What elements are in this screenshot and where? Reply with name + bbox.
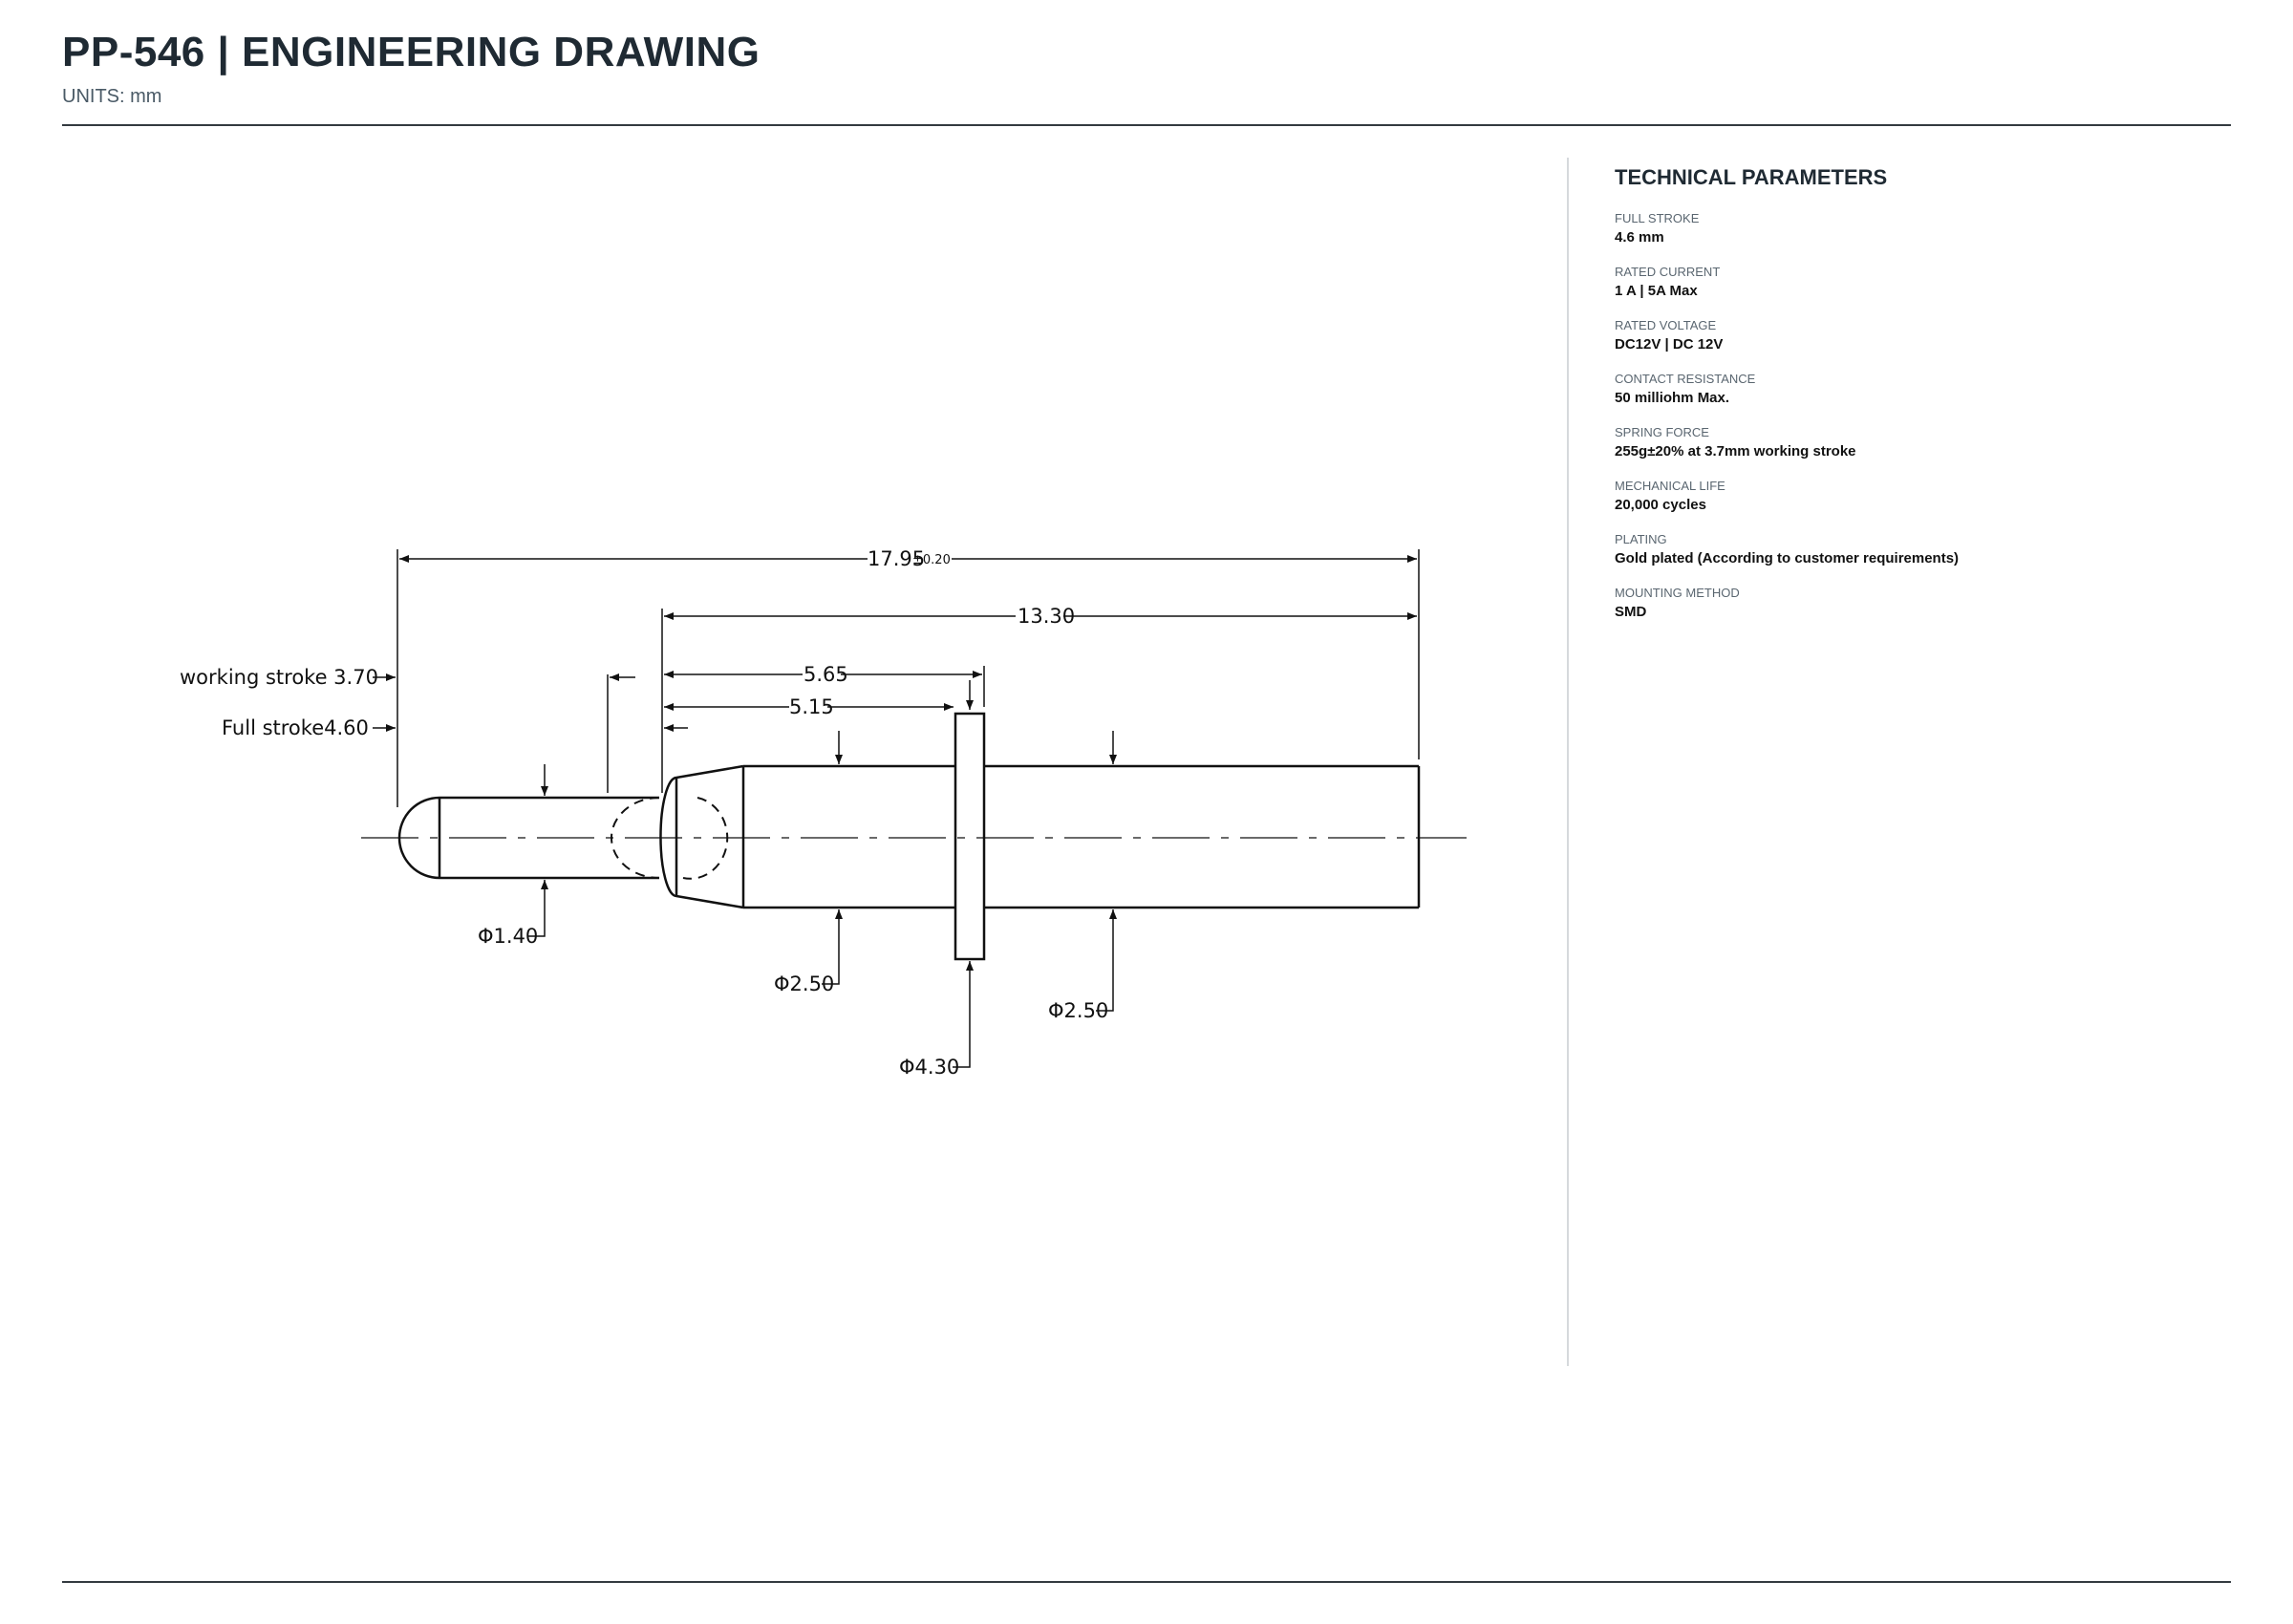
dim-plunger-diameter-label: Φ1.40 xyxy=(478,925,538,948)
param-value: 1 A | 5A Max xyxy=(1615,283,1698,299)
dim-flange-inner: 5.15 xyxy=(664,680,974,718)
dim-body-length: 13.30 xyxy=(664,605,1417,628)
dim-barrel-rear-diameter-label: Φ2.50 xyxy=(1048,999,1108,1022)
param-spring-force: SPRING FORCE 255g±20% at 3.7mm working s… xyxy=(1615,425,2226,460)
param-contact-resistance: CONTACT RESISTANCE 50 milliohm Max. xyxy=(1615,372,2226,407)
param-value: DC12V | DC 12V xyxy=(1615,336,1724,353)
param-label: FULL STROKE xyxy=(1615,211,1700,225)
units-label: UNITS: mm xyxy=(62,86,162,107)
param-value: SMD xyxy=(1615,604,1647,620)
param-rated-voltage: RATED VOLTAGE DC12V | DC 12V xyxy=(1615,318,2226,353)
dim-barrel-rear-diameter xyxy=(1096,731,1117,1012)
param-label: MOUNTING METHOD xyxy=(1615,586,1740,600)
dim-plunger-diameter xyxy=(527,764,548,937)
param-value: 20,000 cycles xyxy=(1615,497,1706,513)
dim-body-length-label: 13.30 xyxy=(1018,605,1075,628)
param-plating: PLATING Gold plated (According to custom… xyxy=(1615,532,2226,567)
dim-flange-outer: 5.65 xyxy=(664,663,982,686)
header: PP-546 | ENGINEERING DRAWING UNITS: mm xyxy=(62,29,2231,108)
page-title: PP-546 | ENGINEERING DRAWING xyxy=(62,29,761,75)
dim-full-stroke: Full stroke4.60 xyxy=(222,716,688,739)
engineering-drawing: 17.95 ±0.20 13.30 5.65 5.15 working stro… xyxy=(180,547,1467,1079)
param-value: 255g±20% at 3.7mm working stroke xyxy=(1615,443,1856,459)
dim-overall-tolerance-label: ±0.20 xyxy=(912,553,951,567)
param-label: SPRING FORCE xyxy=(1615,425,1709,439)
param-label: CONTACT RESISTANCE xyxy=(1615,372,1756,386)
param-label: RATED VOLTAGE xyxy=(1615,318,1717,332)
dim-working-stroke: working stroke 3.70 xyxy=(180,666,635,689)
dim-flange-inner-label: 5.15 xyxy=(789,695,834,718)
plunger-retracted-outline xyxy=(611,797,729,880)
barrel-body xyxy=(743,764,1421,909)
dim-full-stroke-label: Full stroke4.60 xyxy=(222,716,369,739)
parameters-title: TECHNICAL PARAMETERS xyxy=(1615,165,1888,189)
barrel-front xyxy=(659,764,745,909)
technical-parameters-panel: TECHNICAL PARAMETERS FULL STROKE 4.6 mm … xyxy=(1615,165,2226,639)
param-value: Gold plated (According to customer requi… xyxy=(1615,550,1960,566)
param-mechanical-life: MECHANICAL LIFE 20,000 cycles xyxy=(1615,479,2226,514)
panel-divider xyxy=(1567,158,1569,1366)
plunger-outline xyxy=(397,796,659,880)
param-label: PLATING xyxy=(1615,532,1667,546)
flange xyxy=(954,712,986,961)
dim-overall-length-label: 17.95 xyxy=(868,547,925,570)
top-divider xyxy=(62,124,2231,126)
extension-lines xyxy=(396,549,1420,807)
param-label: MECHANICAL LIFE xyxy=(1615,479,1725,493)
dim-barrel-front-diameter xyxy=(822,731,843,985)
dim-flange-diameter-label: Φ4.30 xyxy=(899,1056,959,1079)
dim-barrel-front-diameter-label: Φ2.50 xyxy=(774,972,834,995)
bottom-divider xyxy=(62,1581,2231,1583)
dim-flange-outer-label: 5.65 xyxy=(804,663,848,686)
param-value: 4.6 mm xyxy=(1615,229,1664,246)
param-full-stroke: FULL STROKE 4.6 mm xyxy=(1615,211,2226,246)
dim-flange-diameter xyxy=(953,961,974,1068)
param-mounting-method: MOUNTING METHOD SMD xyxy=(1615,586,2226,621)
param-rated-current: RATED CURRENT 1 A | 5A Max xyxy=(1615,265,2226,300)
param-label: RATED CURRENT xyxy=(1615,265,1721,279)
dim-working-stroke-label: working stroke 3.70 xyxy=(180,666,378,689)
dim-overall-length: 17.95 ±0.20 xyxy=(399,547,1417,570)
param-value: 50 milliohm Max. xyxy=(1615,390,1730,406)
